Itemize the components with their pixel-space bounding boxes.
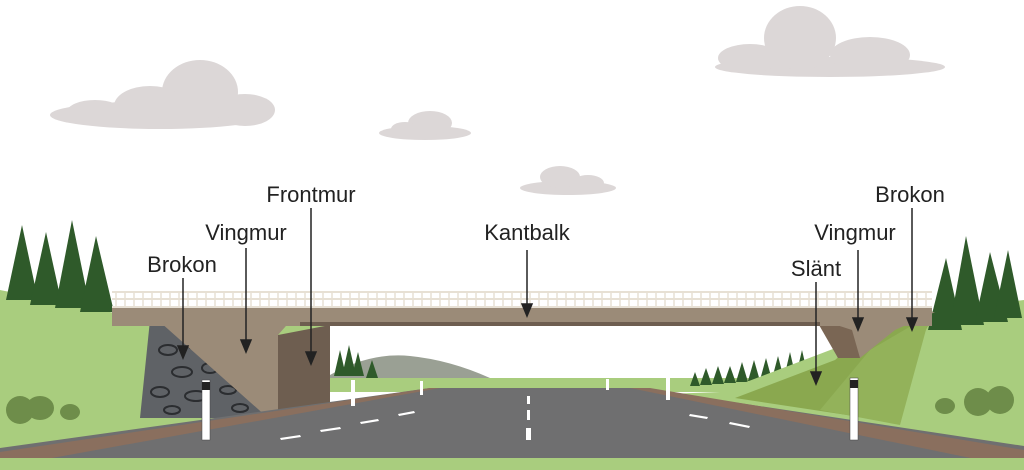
label-brokon-left: Brokon bbox=[147, 252, 217, 277]
annotation-arrows bbox=[176, 208, 919, 386]
road-markings bbox=[280, 396, 750, 440]
stone-slope-left bbox=[140, 320, 270, 418]
cloud bbox=[379, 111, 471, 140]
wing-wall-left bbox=[158, 310, 300, 418]
label-brokon-right: Brokon bbox=[875, 182, 945, 207]
shrubs bbox=[6, 386, 1014, 424]
cloud bbox=[50, 60, 275, 129]
road-shoulder bbox=[0, 458, 1024, 470]
edge-beam bbox=[300, 322, 820, 326]
label-vingmur-left: Vingmur bbox=[205, 220, 287, 245]
railing bbox=[112, 291, 932, 308]
distant-trees-left bbox=[334, 345, 378, 378]
front-wall-left bbox=[278, 325, 330, 418]
label-kantbalk: Kantbalk bbox=[484, 220, 571, 245]
road-edge-left bbox=[0, 388, 440, 462]
cloud bbox=[520, 166, 616, 195]
road-posts bbox=[201, 376, 859, 441]
label-vingmur-right: Vingmur bbox=[814, 220, 896, 245]
trees-right bbox=[928, 236, 1022, 330]
cloud bbox=[715, 6, 945, 77]
road bbox=[0, 388, 1024, 462]
road-edge-right bbox=[630, 388, 1024, 462]
label-frontmur: Frontmur bbox=[266, 182, 355, 207]
clouds bbox=[50, 6, 945, 195]
trees-left bbox=[6, 220, 114, 312]
slope-right-shade bbox=[820, 315, 930, 425]
bridge-deck bbox=[112, 308, 932, 326]
front-wall-right bbox=[815, 318, 860, 358]
label-slant: Slänt bbox=[791, 256, 841, 281]
railing-posts bbox=[115, 292, 927, 307]
